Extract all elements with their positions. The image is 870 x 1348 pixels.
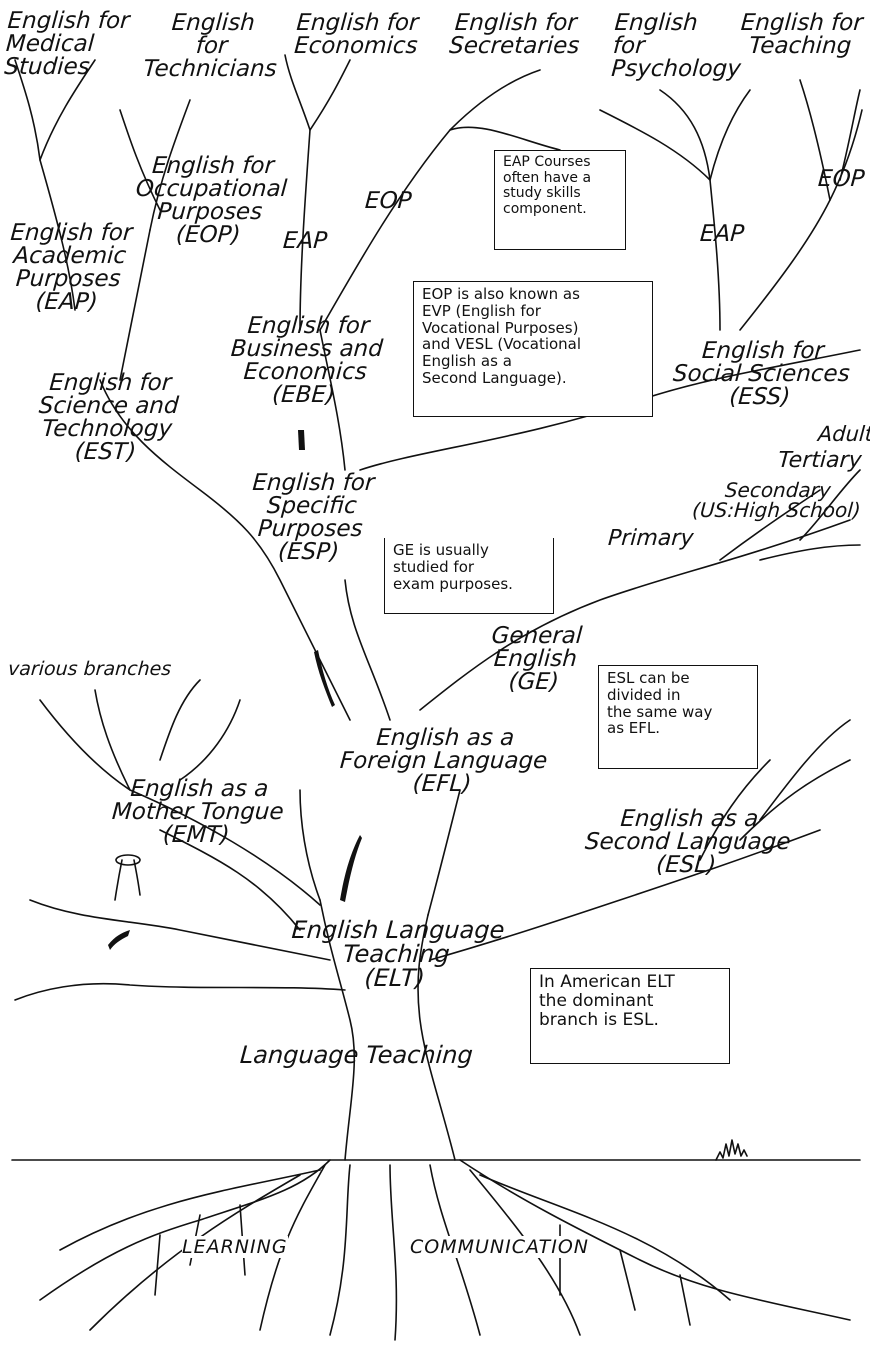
branch-secretaries	[449, 126, 561, 151]
label-english-for-medical-studies: English for Medical Studies	[3, 8, 131, 80]
label-learning: LEARNING	[182, 1236, 288, 1258]
label-english-as-a-foreign-language: English as a Foreign Language (EFL)	[339, 725, 549, 797]
branch-ge-twigs	[719, 469, 861, 561]
label-language-teaching: Language Teaching	[239, 1041, 474, 1069]
branch-emt-up-2	[129, 789, 321, 906]
label-english-for-science-and-technology: English for Science and Technology (EST)	[37, 370, 180, 465]
root	[259, 1164, 326, 1331]
label-communication: COMMUNICATION	[410, 1236, 589, 1258]
branch-eop-mid	[319, 69, 541, 331]
root	[154, 1204, 691, 1326]
root	[39, 1159, 331, 1301]
branch-efl-right	[427, 789, 461, 916]
stump	[114, 859, 141, 901]
label-eop-top: EOP	[364, 188, 413, 214]
label-english-for-social-sciences: English for Social Sciences (ESS)	[672, 338, 851, 410]
root	[479, 1174, 731, 1301]
note-esl-divided: ESL can be divided in the same way as EF…	[598, 665, 758, 769]
note-american-elt: In American ELT the dominant branch is E…	[530, 968, 730, 1064]
branch-esl	[429, 829, 821, 961]
label-english-for-technicians: English for Technicians	[142, 10, 278, 82]
branch-emt	[29, 899, 331, 961]
label-english-for-secretaries: English for Secretaries	[448, 10, 581, 59]
label-english-as-a-second-language: English as a Second Language (ESL)	[584, 806, 792, 878]
branch-various	[39, 679, 241, 791]
branch-medical	[14, 59, 96, 161]
branch-est	[119, 229, 151, 381]
branch-esp	[99, 379, 351, 721]
label-english-for-specific-purposes: English for Specific Purposes (ESP)	[251, 470, 376, 565]
label-primary: Primary	[607, 526, 695, 551]
note-eap-courses: EAP Courses often have a study skills co…	[494, 150, 626, 250]
label-eap-middle: EAP	[282, 228, 329, 254]
label-english-language-teaching: English Language Teaching (ELT)	[290, 916, 506, 992]
branch-economics	[284, 54, 351, 131]
label-english-for-economics: English for Economics	[293, 10, 420, 59]
label-eap-right: EAP	[699, 221, 746, 247]
trunk-left-edge	[319, 899, 356, 1161]
root	[59, 1169, 321, 1251]
label-english-for-psychology: English for Psychology	[610, 10, 742, 82]
label-english-as-a-mother-tongue: English as a Mother Tongue (EMT)	[111, 776, 285, 848]
label-adult: Adult	[817, 422, 870, 446]
branch-eap-left	[39, 159, 76, 311]
root	[459, 1159, 851, 1321]
branch-emt-up	[159, 829, 301, 931]
branch-ge	[419, 519, 851, 711]
grass-tuft	[715, 1139, 748, 1161]
label-english-for-academic-purposes: English for Academic Purposes (EAP)	[9, 220, 134, 315]
branch-teaching	[799, 79, 861, 201]
branch-technicians	[119, 99, 191, 231]
bark-shade	[314, 650, 335, 707]
label-general-english: General English (GE)	[490, 623, 584, 695]
branch-ebe	[319, 329, 346, 471]
trunk-right-edge	[417, 914, 456, 1161]
bark-shade	[340, 835, 362, 902]
bark-shade	[298, 430, 305, 450]
branch-esp-inner	[344, 579, 391, 721]
label-english-for-occupational-purposes: English for Occupational Purposes (EOP)	[134, 153, 288, 248]
label-tertiary: Tertiary	[777, 448, 863, 473]
branch-esl-twigs	[699, 719, 851, 861]
root	[389, 1164, 398, 1341]
note-eop-also-known-as: EOP is also known as EVP (English for Vo…	[413, 281, 653, 417]
root	[89, 1174, 301, 1331]
root	[329, 1164, 351, 1336]
branch-psychology	[599, 89, 751, 181]
label-eop-right: EOP	[817, 166, 866, 192]
bark-shade	[108, 930, 130, 950]
branch-emt-lower	[14, 982, 346, 1001]
label-secondary: Secondary (US:High School)	[691, 478, 862, 522]
label-english-for-business-and-economics: English for Business and Economics (EBE)	[229, 313, 384, 408]
note-ge-exam-purposes: GE is usually studied for exam purposes.	[384, 538, 554, 614]
branch-eap-mid	[299, 129, 311, 331]
label-various-branches: various branches	[7, 658, 173, 680]
branch-efl-left	[299, 789, 321, 901]
stump-top	[115, 854, 141, 866]
label-english-for-teaching: English for Teaching	[739, 10, 864, 59]
branch-ess-eop	[739, 109, 863, 331]
branch-ess-eap	[659, 89, 721, 331]
